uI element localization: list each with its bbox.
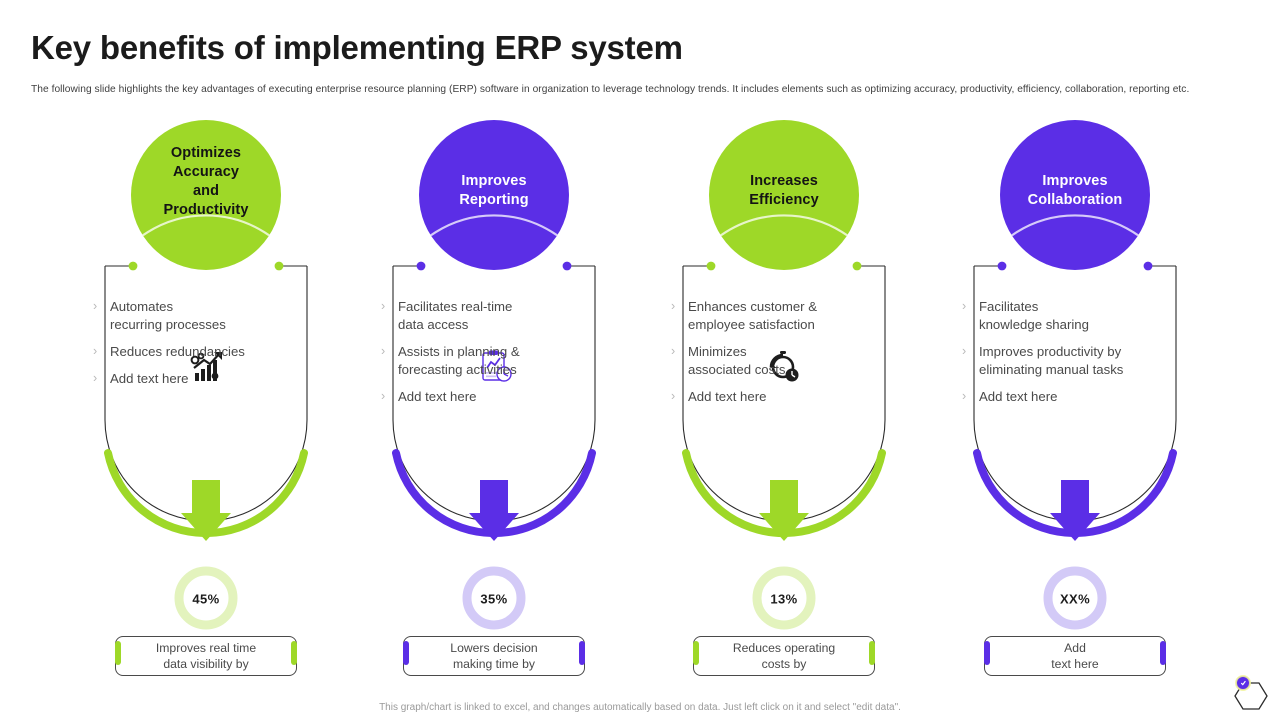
bullet-list: › Enhances customer &employee satisfactio… [671, 298, 906, 415]
chevron-right-icon: › [93, 344, 98, 358]
report-clipboard-clock-icon [475, 348, 513, 391]
chevron-right-icon: › [381, 389, 386, 403]
chevron-right-icon: › [962, 344, 967, 358]
pill-accent-right [869, 641, 875, 665]
team-collaboration-icon [1056, 348, 1095, 391]
benefit-circle-increases-efficiency[interactable] [709, 120, 859, 270]
list-item: › Add text here [962, 388, 1197, 406]
bullet-text: Enhances customer &employee satisfaction [688, 299, 818, 332]
bracket-and-arrow [392, 261, 596, 541]
donut-value-label: 45% [192, 591, 220, 607]
growth-chart-gears-icon [187, 348, 225, 391]
donut-value-label: XX% [1059, 591, 1091, 607]
hexagon-logo-icon [1234, 675, 1268, 710]
chevron-right-icon: › [381, 344, 386, 358]
chevron-right-icon: › [962, 389, 967, 403]
bullet-text: Add text here [979, 389, 1058, 404]
pill-accent-right [1160, 641, 1166, 665]
footer-note: This graph/chart is linked to excel, and… [379, 702, 901, 713]
benefit-circle-optimizes-accuracy-and-productivity[interactable] [131, 120, 281, 270]
bracket-and-arrow [973, 261, 1177, 541]
bracket-and-arrow [682, 261, 886, 541]
chevron-right-icon: › [93, 371, 98, 385]
bullet-text: Add text here [688, 389, 767, 404]
pill-accent-left [403, 641, 409, 665]
chevron-right-icon: › [671, 299, 676, 313]
benefit-circle-improves-reporting[interactable] [419, 120, 569, 270]
list-item: › Enhances customer &employee satisfactio… [671, 298, 906, 334]
pill-accent-left [984, 641, 990, 665]
chevron-right-icon: › [93, 299, 98, 313]
stopwatch-cycle-icon [765, 348, 803, 391]
list-item: › Assists in planning &forecasting activi… [381, 343, 616, 379]
donut-value-label: 35% [480, 591, 508, 607]
bullet-text: Add text here [110, 371, 189, 386]
pill-accent-right [291, 641, 297, 665]
list-item: › Add text here [671, 388, 906, 406]
bracket-and-arrow [104, 261, 308, 541]
bullet-text: Reduces redundancies [110, 344, 245, 359]
chevron-right-icon: › [671, 389, 676, 403]
page-title: Key benefits of implementing ERP system [31, 29, 683, 66]
bullet-text: Add text here [398, 389, 477, 404]
pill-accent-left [115, 641, 121, 665]
list-item: › Reduces redundancies [93, 343, 328, 361]
pill-accent-left [693, 641, 699, 665]
chevron-right-icon: › [381, 299, 386, 313]
pill-accent-right [579, 641, 585, 665]
benefit-circle-improves-collaboration[interactable] [1000, 120, 1150, 270]
bullet-text: Assists in planning &forecasting activit… [398, 344, 520, 377]
chevron-right-icon: › [962, 299, 967, 313]
donut-value-label: 13% [770, 591, 798, 607]
list-item: › Add text here [381, 388, 616, 406]
chevron-right-icon: › [671, 344, 676, 358]
page-subtitle: The following slide highlights the key a… [31, 84, 1190, 95]
list-item: › Add text here [93, 370, 328, 388]
